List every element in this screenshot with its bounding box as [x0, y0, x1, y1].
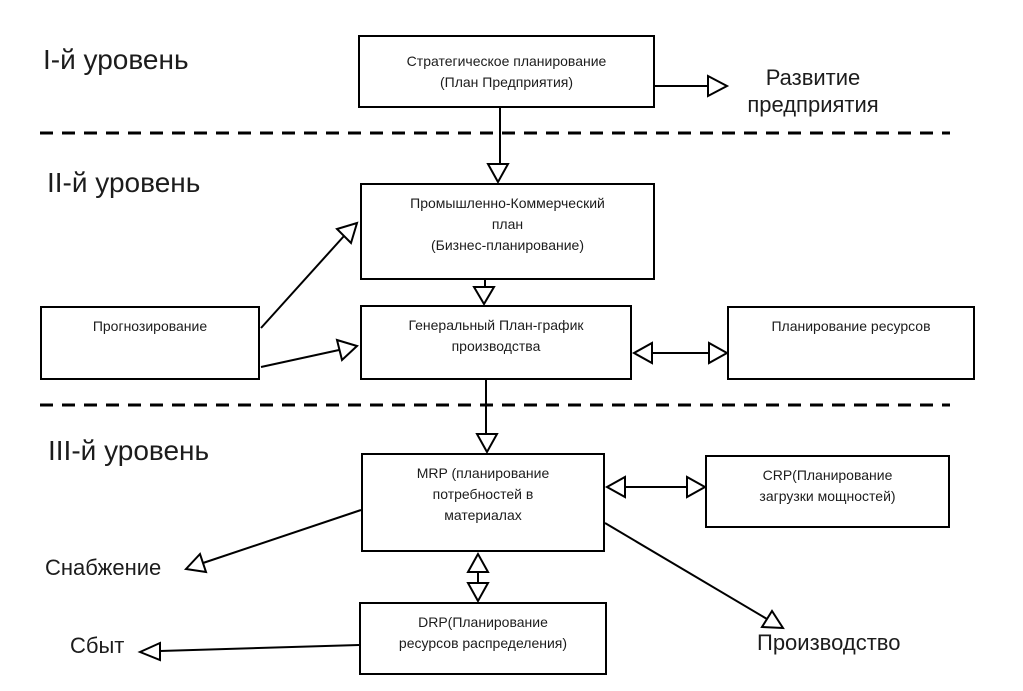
- arrow-master-to-mrp-head: [475, 433, 499, 455]
- arrow-mrp-to-supply-line: [202, 509, 362, 564]
- box-drp: DRP(Планирование ресурсов распределения): [359, 602, 607, 675]
- arrow-mrp-to-drp-head: [466, 582, 490, 604]
- level-2-caption: II-й уровень: [47, 167, 201, 198]
- box-forecasting: Прогнозирование: [40, 306, 260, 380]
- level-3-caption: III-й уровень: [48, 435, 210, 466]
- label-production: Производство: [757, 630, 901, 655]
- arrow-mrp-to-production-head: [760, 609, 785, 630]
- arrow-resources-to-master-head: [631, 341, 653, 365]
- arrow-mrp-to-crp-head: [686, 475, 708, 499]
- arrow-drp-to-sales-line: [159, 644, 360, 652]
- box-mrp: MRP (планирование потребностей в материа…: [361, 453, 605, 552]
- arrow-strategic-to-industrial-head: [486, 163, 510, 185]
- label-sales: Сбыт: [70, 633, 125, 658]
- arrow-forecast-to-master-head: [335, 338, 359, 362]
- arrow-strategic-to-development-head: [707, 74, 730, 98]
- box-industrial-commercial-plan: Промышленно-Коммерческий план (Бизнес-пл…: [360, 183, 655, 280]
- box-resource-planning: Планирование ресурсов: [727, 306, 975, 380]
- arrow-drp-to-sales-head: [137, 641, 161, 662]
- box-strategic-planning: Стратегическое планирование (План Предпр…: [358, 35, 655, 108]
- arrow-industrial-to-master-head: [472, 286, 496, 306]
- box-crp: CRP(Планирование загрузки мощностей): [705, 455, 950, 528]
- arrow-forecast-to-industrial-head: [335, 221, 359, 245]
- arrow-drp-to-mrp-head: [466, 551, 490, 573]
- level-1-caption: I-й уровень: [43, 44, 189, 75]
- arrow-crp-to-mrp-head: [604, 475, 626, 499]
- box-master-production-schedule: Генеральный План-график производства: [360, 305, 632, 380]
- arrow-master-to-resources-head: [708, 341, 730, 365]
- arrow-mrp-to-production-line: [604, 522, 768, 620]
- arrow-forecast-to-master-line: [260, 349, 340, 368]
- label-supply: Снабжение: [45, 555, 162, 580]
- label-enterprise-development: Развитие предприятия: [747, 65, 879, 117]
- arrow-mrp-to-supply-head: [183, 552, 208, 574]
- arrow-forecast-to-industrial-line: [260, 235, 345, 329]
